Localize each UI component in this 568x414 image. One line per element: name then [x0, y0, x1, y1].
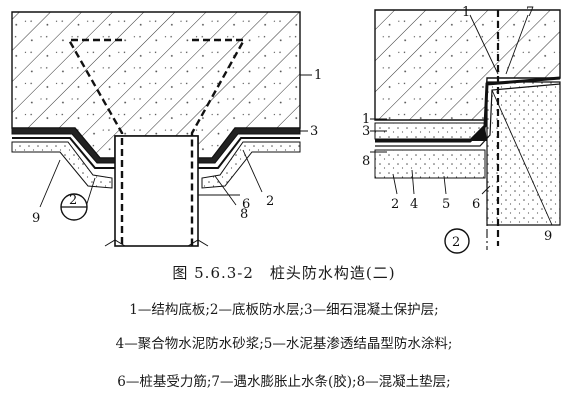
legend-line: 1—结构底板;2—底板防水层;3—细石混凝土保护层;	[129, 302, 439, 318]
callout-label: 6	[242, 197, 250, 212]
water-stop-strip	[470, 126, 487, 141]
callout-label: 2	[266, 194, 274, 209]
callout-label: 5	[442, 197, 450, 212]
callout-label: 2	[391, 197, 399, 212]
concrete-cushion-layer	[374, 149, 486, 179]
callout-label: 3	[310, 124, 318, 139]
structural-base-slab	[374, 9, 561, 121]
pile-rebar	[66, 38, 124, 246]
waterproof-layer	[12, 137, 300, 169]
pile	[486, 81, 561, 226]
callout-label: 1	[314, 68, 322, 83]
leader-lines	[39, 74, 312, 211]
leader-lines	[370, 14, 553, 226]
detail-mark-number: 2	[452, 235, 460, 250]
pile-rebar	[190, 38, 247, 246]
callout-label: 4	[410, 197, 418, 212]
legend-line: 6—桩基受力筋;7—遇水膨胀止水条(胶);8—混凝土垫层;	[117, 374, 451, 390]
figure-title: 图 5.6.3-2 桩头防水构造(二)	[172, 264, 396, 282]
pile	[114, 135, 199, 247]
protective-layer	[374, 122, 486, 140]
legend-line: 4—聚合物水泥防水砂浆;5—水泥基渗透结晶型防水涂料;	[115, 336, 453, 352]
callout-label: 8	[362, 154, 370, 169]
callout-label: 3	[362, 124, 370, 139]
waterproof-mortar	[375, 83, 561, 147]
callout-label: 9	[32, 211, 40, 226]
callout-label: 1	[462, 5, 470, 20]
left-section-view: 1 3 2 6 8 9 2	[11, 11, 322, 247]
break-line	[104, 239, 209, 247]
callout-label: 8	[240, 207, 248, 222]
callout-label: 1	[362, 112, 370, 127]
concrete-cushion-layer	[11, 141, 301, 189]
callout-label: 9	[544, 229, 552, 244]
callout-label: 7	[526, 5, 534, 20]
right-detail-view: 1 7 3 1 8 2 4 5 6 9 2	[362, 5, 561, 254]
section-mark-number: 2	[69, 193, 77, 208]
detail-mark-circle	[444, 228, 470, 254]
callout-label: 6	[472, 197, 480, 212]
pile-head-waterproof-drawing: 1 3 2 6 8 9 2 1 7 3 1 8 2 4 5 6	[11, 5, 561, 254]
